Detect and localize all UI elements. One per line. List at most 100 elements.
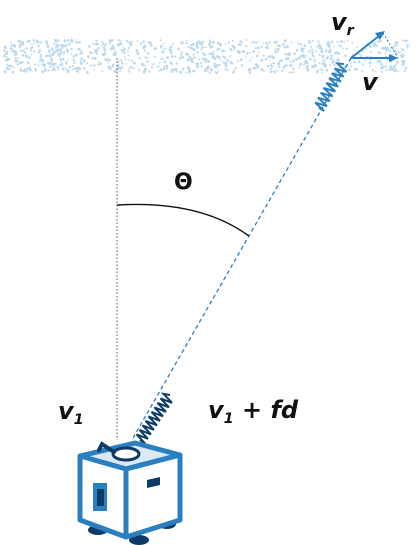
cloud-dot (217, 70, 220, 72)
cloud-dot (120, 62, 124, 65)
vector-v-arrowhead (389, 54, 398, 62)
cloud-dot (323, 62, 326, 66)
cloud-dot (257, 51, 260, 54)
cloud-dot (19, 42, 22, 46)
cloud-dot (127, 68, 130, 71)
cloud-dot (186, 41, 188, 44)
cloud-dot (406, 46, 409, 49)
cloud-dot (50, 59, 54, 63)
cloud-dot (227, 41, 231, 44)
cloud-dot (402, 62, 405, 65)
cloud-dot (66, 49, 70, 53)
cloud-dot (133, 61, 136, 65)
cloud-dot (305, 61, 309, 65)
cloud-dot (33, 50, 36, 53)
cloud-dot (143, 44, 146, 48)
cloud-dot (266, 43, 269, 46)
angle-theta-text: Θ (174, 170, 193, 195)
cloud-dot (32, 39, 36, 42)
cloud-dot (239, 43, 242, 46)
cloud-dot (340, 40, 344, 43)
cloud-dot (47, 69, 50, 72)
cloud-dot (7, 65, 10, 67)
cloud-dot (25, 47, 29, 50)
cloud-dot (349, 61, 352, 64)
cloud-dot (200, 61, 203, 65)
cloud-dot (123, 48, 126, 51)
cloud-dot (204, 60, 207, 62)
cloud-dot (107, 65, 110, 69)
cloud-dot (124, 58, 127, 61)
cloud-dot (402, 39, 405, 42)
cloud-dot (333, 45, 335, 48)
cloud-dot (37, 46, 40, 48)
cloud-dot (36, 40, 40, 44)
cloud-dot (273, 41, 276, 44)
cloud-dot (380, 70, 383, 74)
cloud-dot (231, 39, 234, 42)
cloud-dot (351, 41, 354, 44)
cloud-dot (46, 45, 50, 49)
cloud-dot (326, 42, 330, 46)
cloud-dot (18, 62, 21, 65)
cloud-dot (128, 59, 131, 62)
cloud-dot (71, 65, 74, 68)
cloud-dot (136, 52, 140, 55)
cloud-dot (21, 53, 25, 57)
cloud-dot (180, 51, 183, 54)
cloud-dot (218, 63, 221, 67)
cloud-dot (63, 52, 65, 55)
cloud-dot (187, 66, 190, 69)
cloud-dot (188, 69, 191, 72)
cloud-dot (146, 52, 150, 55)
cloud-dot (16, 63, 19, 66)
cloud-dot (48, 50, 51, 53)
cloud-dot (397, 70, 399, 73)
cloud-dot (297, 56, 301, 60)
cloud-dot (133, 67, 135, 70)
cloud-dot (103, 48, 107, 52)
cloud-dot (41, 59, 45, 63)
cloud-dot (303, 63, 305, 66)
cloud-dot (252, 66, 256, 70)
cloud-dot (246, 52, 249, 55)
cloud-dot (313, 58, 315, 61)
cloud-dot (82, 66, 86, 70)
cloud-dot (54, 40, 57, 44)
robot-right-face (123, 452, 183, 540)
cloud-dot (308, 42, 311, 45)
cloud-dot (388, 66, 391, 69)
cloud-dot (311, 39, 314, 42)
cloud-dot (292, 67, 295, 71)
cloud-dot (373, 43, 376, 46)
cloud-dot (143, 69, 146, 73)
cloud-dot (188, 55, 192, 59)
cloud-dot (392, 64, 396, 68)
cloud-dot (332, 59, 335, 62)
cloud-dot (162, 67, 166, 71)
cloud-dot (315, 64, 318, 67)
cloud-dot (159, 39, 162, 42)
cloud-dot (78, 40, 82, 44)
cloud-dot (17, 39, 21, 43)
cloud-dot (327, 55, 329, 58)
cloud-dot (117, 38, 120, 42)
cloud-dot (315, 50, 318, 53)
cloud-dot (162, 42, 165, 45)
cloud-dot (99, 62, 103, 66)
cloud-dot (120, 48, 123, 51)
cloud-dot (305, 66, 309, 69)
vector-vr-arrow (350, 35, 380, 59)
cloud-dot (89, 51, 92, 54)
cloud-dot (146, 60, 149, 63)
cloud-dot (33, 42, 36, 45)
cloud-dot (321, 56, 324, 59)
cloud-dot (206, 66, 210, 70)
cloud-dot (172, 68, 176, 72)
cloud-dot (62, 44, 66, 48)
cloud-dot (317, 40, 320, 43)
cloud-dot (333, 52, 337, 55)
cloud-dot (292, 71, 295, 74)
cloud-dot (353, 60, 356, 64)
